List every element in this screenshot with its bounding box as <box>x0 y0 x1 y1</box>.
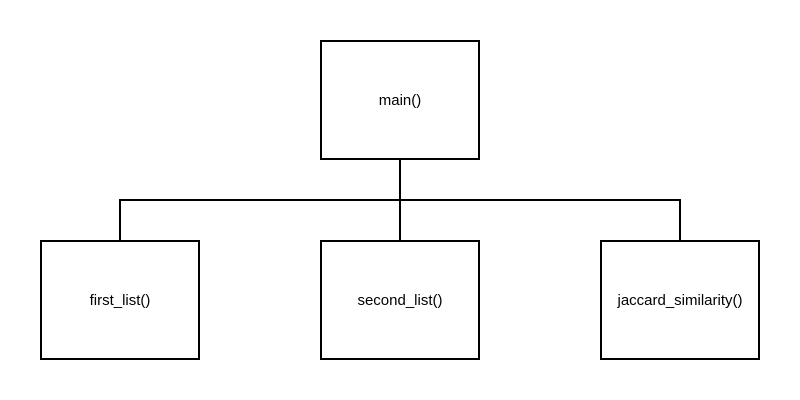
node-jaccard-similarity: jaccard_similarity() <box>600 240 760 360</box>
connector-branch-to-second-list <box>399 199 401 240</box>
node-jaccard-similarity-label: jaccard_similarity() <box>617 291 743 309</box>
node-main-label: main() <box>378 91 422 109</box>
node-first-list-label: first_list() <box>89 291 151 309</box>
node-second-list: second_list() <box>320 240 480 360</box>
node-second-list-label: second_list() <box>357 291 443 309</box>
connector-main-to-branch <box>399 160 401 201</box>
connector-branch-to-first-list <box>119 199 121 240</box>
connector-branch-to-jaccard-similarity <box>679 199 681 240</box>
node-main: main() <box>320 40 480 160</box>
node-first-list: first_list() <box>40 240 200 360</box>
